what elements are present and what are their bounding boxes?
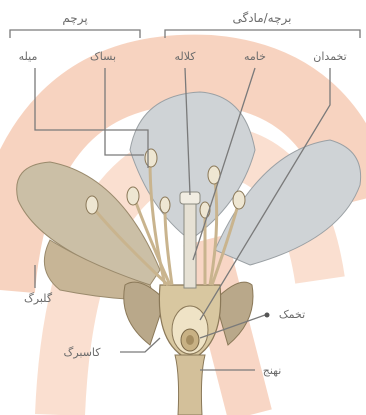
anther: [233, 191, 245, 209]
label-anther: بساک: [90, 50, 116, 63]
label-carpel-group: برچه/مادگی: [233, 11, 292, 26]
label-petal: گلبرگ: [24, 292, 53, 305]
leader-ovule-dot: [265, 313, 270, 318]
label-ovule: تخمک: [279, 308, 305, 321]
label-style: خامه: [244, 50, 266, 63]
label-filament: میله: [19, 50, 38, 63]
style: [184, 200, 196, 288]
label-receptacle: نهنج: [263, 364, 282, 377]
label-ovary: تخمدان: [313, 50, 346, 63]
leader-sepal: [120, 338, 160, 352]
receptacle: [175, 355, 205, 415]
pistil: [159, 192, 220, 415]
ovule-core: [186, 335, 194, 345]
label-sepal: کاسبرگ: [63, 346, 101, 359]
anther: [145, 149, 157, 167]
label-stigma: کلاله: [174, 50, 196, 63]
anther: [160, 197, 170, 213]
anther: [127, 187, 139, 205]
bracket-stamen: [10, 30, 140, 38]
sepal-left: [124, 282, 165, 345]
label-stamen-group: پرچم: [62, 11, 87, 26]
anther: [86, 196, 98, 214]
